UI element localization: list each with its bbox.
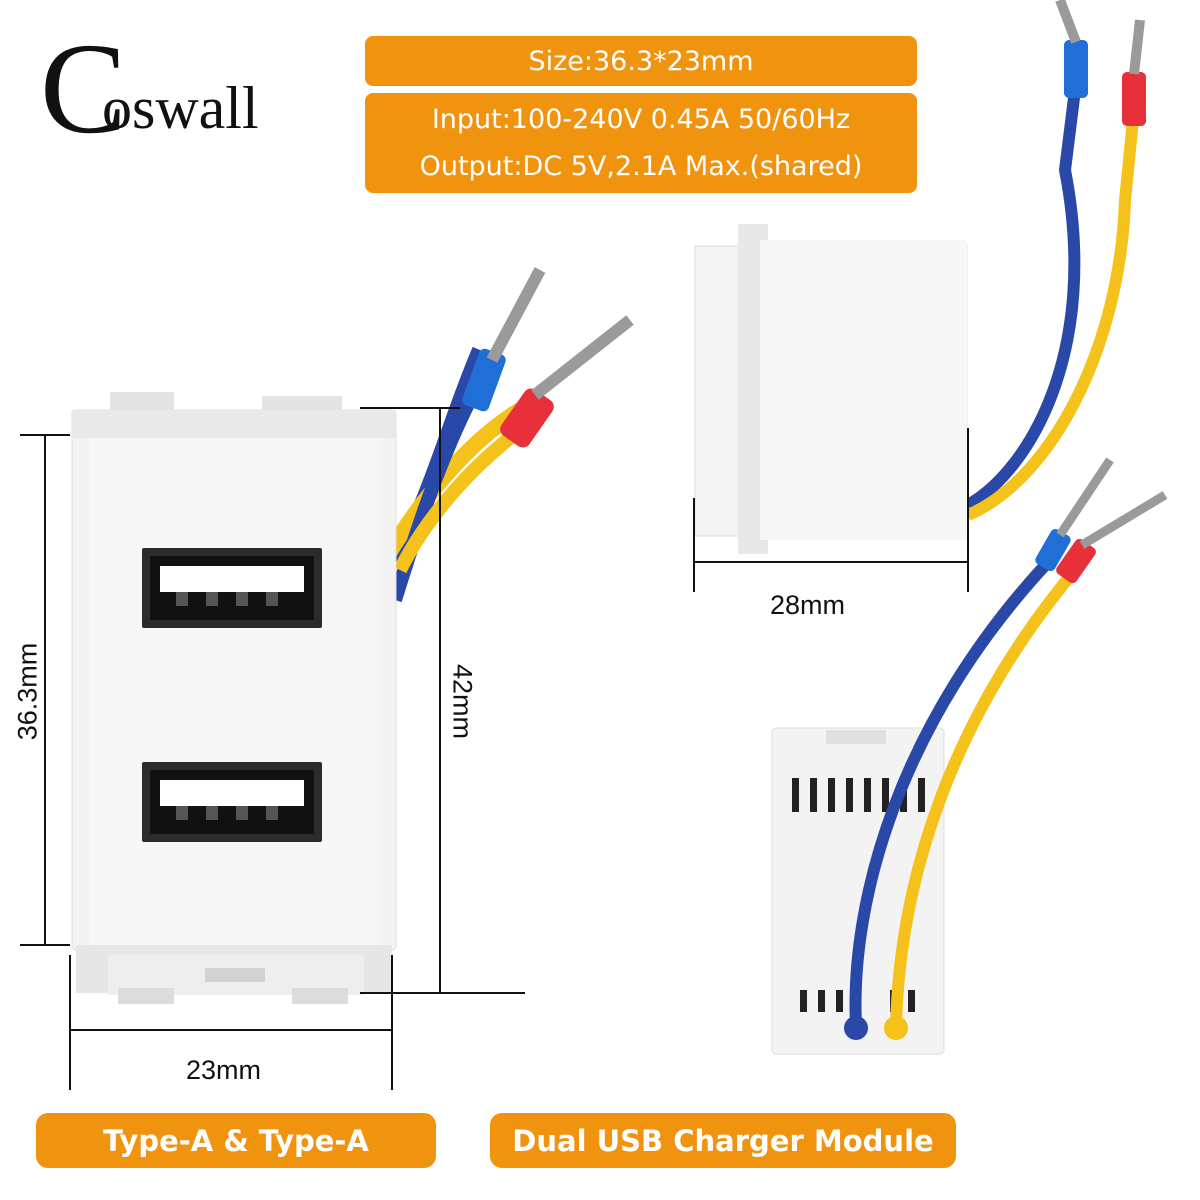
port-type-text: Type-A & Type-A bbox=[103, 1123, 369, 1158]
size-spec-badge: Size:36.3*23mm bbox=[365, 36, 917, 86]
yellow-wire bbox=[378, 403, 525, 565]
output-spec-text: Output:DC 5V,2.1A Max.(shared) bbox=[419, 151, 863, 182]
usb-port-1 bbox=[142, 548, 322, 628]
brand-name: oswall bbox=[102, 75, 259, 141]
blue-ferrule bbox=[462, 348, 506, 412]
front-module bbox=[20, 267, 634, 1090]
red-ferrule bbox=[500, 388, 554, 448]
brand-initial: C bbox=[40, 22, 127, 152]
power-spec-badge: Input:100-240V 0.45A 50/60Hz Output:DC 5… bbox=[365, 93, 917, 193]
input-spec-text: Input:100-240V 0.45A 50/60Hz bbox=[431, 104, 851, 135]
side-module bbox=[693, 0, 1146, 592]
brand-logo: C oswall bbox=[40, 22, 259, 152]
blue-wire-tip bbox=[486, 267, 546, 363]
total-height-label: 42mm bbox=[447, 663, 478, 739]
depth-label: 28mm bbox=[770, 590, 846, 620]
size-spec-text: Size:36.3*23mm bbox=[528, 45, 754, 77]
dimension-lines-front bbox=[20, 407, 525, 1090]
red-wire-tip bbox=[531, 315, 634, 400]
usb-port-2 bbox=[142, 762, 322, 842]
height-label: 36.3mm bbox=[12, 642, 43, 741]
product-name-text: Dual USB Charger Module bbox=[512, 1123, 934, 1158]
width-label: 23mm bbox=[186, 1055, 262, 1085]
port-type-badge: Type-A & Type-A bbox=[36, 1113, 436, 1168]
back-module bbox=[771, 457, 1168, 1055]
product-name-badge: Dual USB Charger Module bbox=[490, 1113, 956, 1168]
